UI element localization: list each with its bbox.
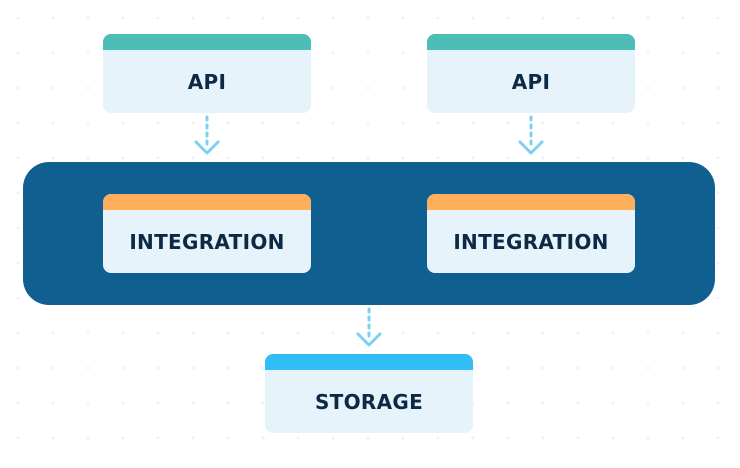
storage-node-label: STORAGE xyxy=(314,389,424,414)
dashed-arrow-down-icon xyxy=(518,115,544,155)
dashed-arrow-down-icon xyxy=(194,115,220,155)
integration-node-left: INTEGRATION xyxy=(103,194,311,273)
dashed-arrow-down-icon xyxy=(356,307,382,347)
api-node-right: API xyxy=(427,34,635,113)
storage-node-header xyxy=(265,354,473,370)
integration-node-label: INTEGRATION xyxy=(453,229,609,254)
api-node-left: API xyxy=(103,34,311,113)
integration-node-label: INTEGRATION xyxy=(129,229,285,254)
integration-node-header xyxy=(427,194,635,210)
api-node-header xyxy=(103,34,311,50)
storage-node: STORAGE xyxy=(265,354,473,433)
api-node-label: API xyxy=(187,69,227,94)
api-node-label: API xyxy=(511,69,551,94)
integration-node-right: INTEGRATION xyxy=(427,194,635,273)
integration-node-header xyxy=(103,194,311,210)
api-node-header xyxy=(427,34,635,50)
